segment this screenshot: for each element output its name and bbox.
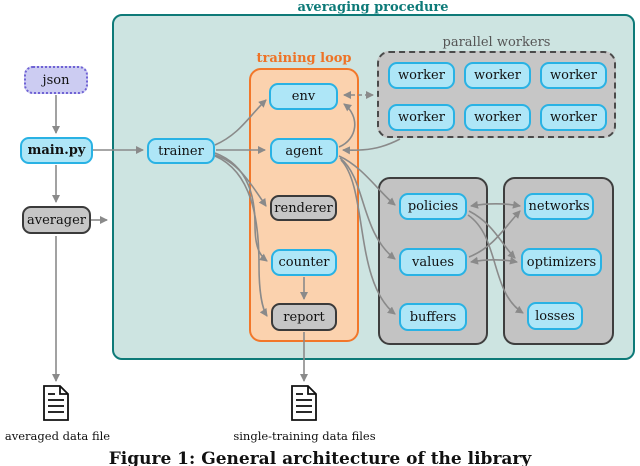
node-worker: worker <box>464 62 531 89</box>
node-counter: counter <box>271 249 337 276</box>
single-training-data-files-label: single-training data files <box>233 429 376 443</box>
averaging-procedure-label: averaging procedure <box>297 0 449 15</box>
node-buffers: buffers <box>399 303 467 331</box>
parallel-workers-label: parallel workers <box>442 35 551 50</box>
node-renderer: renderer <box>270 195 337 221</box>
node-trainer: trainer <box>147 138 215 164</box>
figure-caption: Figure 1: General architecture of the li… <box>108 449 532 466</box>
training-loop-label: training loop <box>256 51 352 66</box>
node-agent: agent <box>270 138 338 164</box>
node-env: env <box>269 83 338 110</box>
node-optimizers: optimizers <box>521 248 602 276</box>
node-averager: averager <box>22 206 91 234</box>
node-networks: networks <box>524 193 594 220</box>
single-training-data-files-icon <box>291 385 317 421</box>
node-json: json <box>24 66 88 94</box>
node-worker: worker <box>388 62 455 89</box>
node-report: report <box>271 303 337 331</box>
node-worker: worker <box>540 62 607 89</box>
node-worker: worker <box>540 104 607 131</box>
node-mainpy: main.py <box>20 137 93 164</box>
averaged-data-file-label: averaged data file <box>4 429 111 443</box>
node-values: values <box>399 248 467 276</box>
node-worker: worker <box>464 104 531 131</box>
averaged-data-file-icon <box>43 385 69 421</box>
node-losses: losses <box>527 302 583 330</box>
node-worker: worker <box>388 104 455 131</box>
node-policies: policies <box>399 193 467 220</box>
